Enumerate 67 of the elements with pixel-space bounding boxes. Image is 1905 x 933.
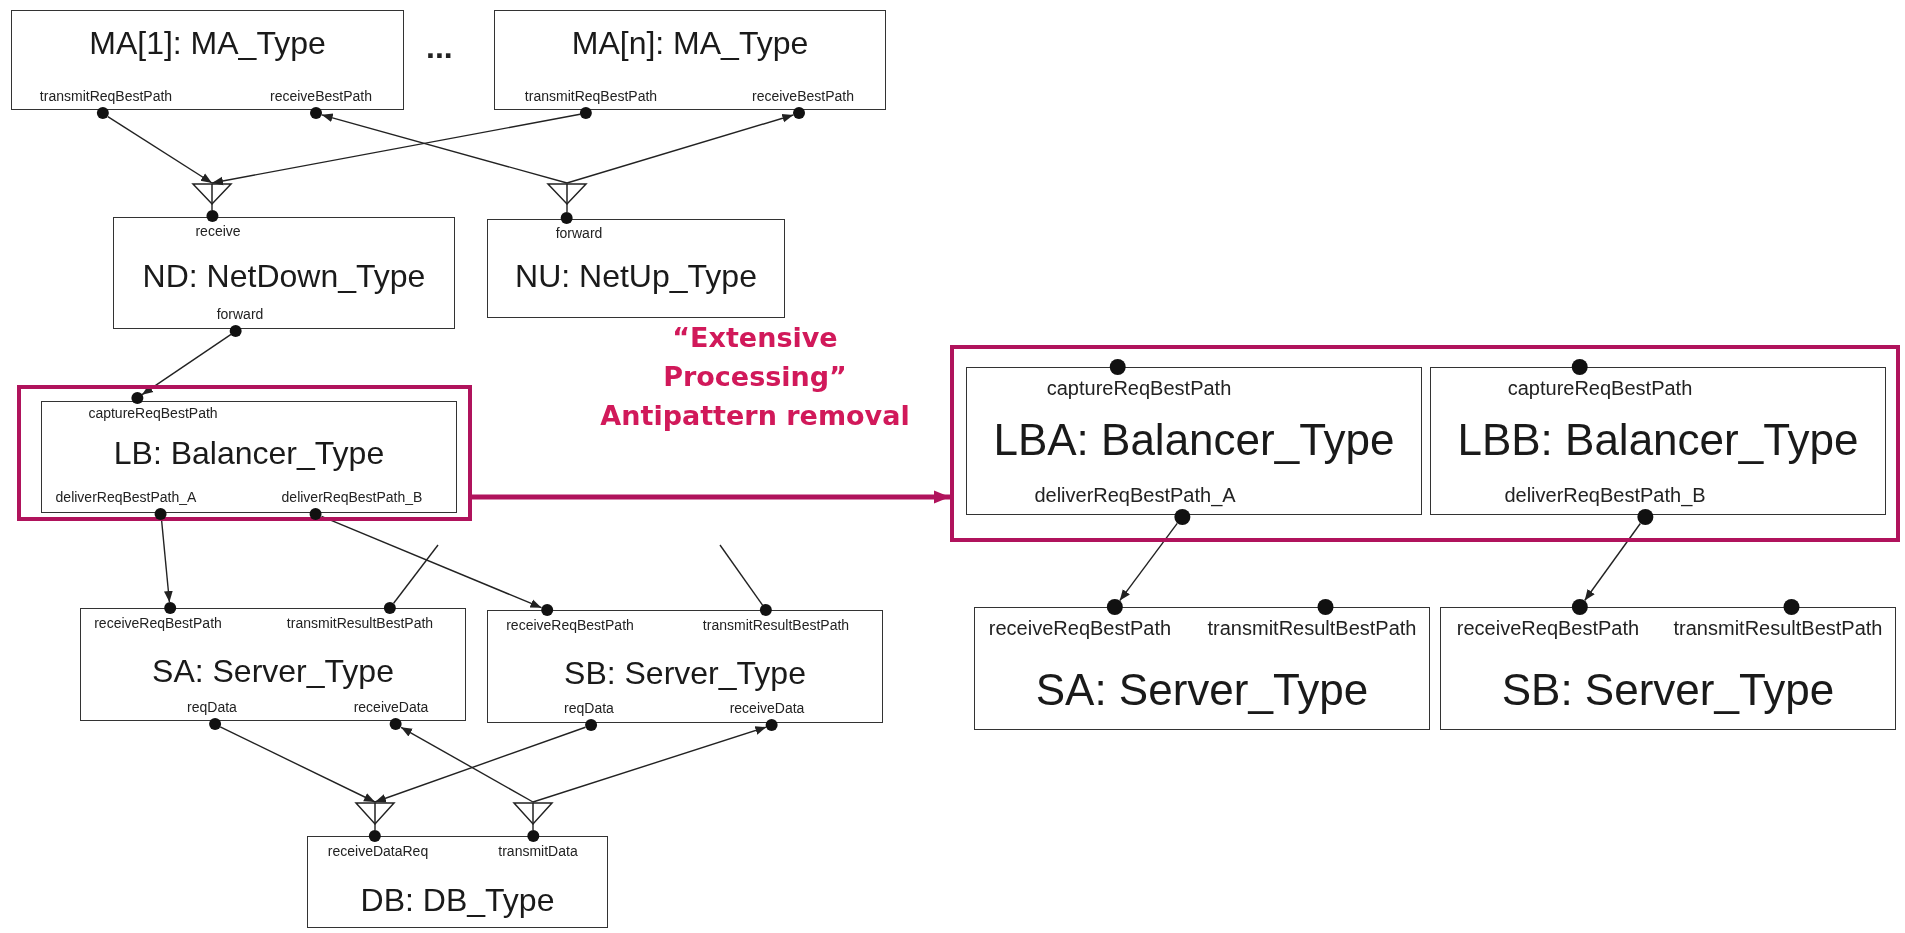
component-title: SB: Server_Type [1500, 664, 1836, 716]
port-label: captureReqBestPath [1046, 377, 1232, 399]
component-title: SB: Server_Type [563, 654, 807, 692]
port-label: captureReqBestPath [1507, 377, 1693, 399]
connector-arrow [1584, 522, 1641, 602]
component-title: MA[1]: MA_Type [88, 24, 327, 62]
port-label: deliverReqBestPath_A [55, 489, 197, 505]
connector-line [374, 824, 376, 831]
port-label: transmitResultBestPath [1673, 617, 1883, 639]
connector-arrow [1119, 522, 1178, 602]
component-title: MA[n]: MA_Type [570, 24, 810, 62]
connector-line [211, 204, 213, 211]
ellipsis-label: ... [426, 29, 453, 66]
port-label: deliverReqBestPath_B [281, 489, 423, 505]
port-label: deliverReqBestPath_B [1504, 484, 1706, 506]
connector-arrow [472, 490, 950, 504]
highlight-frame [950, 345, 1900, 542]
port-label: receiveData [353, 699, 429, 715]
connector-triangle [547, 183, 587, 205]
connector-arrow [400, 726, 534, 803]
connector-arrow [374, 726, 587, 803]
port-label: transmitReqBestPath [524, 88, 658, 104]
port-label: receiveReqBestPath [506, 618, 634, 634]
connector-arrow [566, 113, 795, 184]
port-label: receiveBestPath [270, 88, 372, 104]
port-label: receiveReqBestPath [988, 617, 1172, 639]
port-label: transmitResultBestPath [1207, 617, 1417, 639]
connector-triangle [513, 802, 553, 825]
connector-line [719, 544, 764, 606]
connector-line [566, 204, 568, 213]
connector-triangle [355, 802, 395, 825]
connector-arrow [219, 726, 376, 803]
component-title: SA: Server_Type [1034, 664, 1370, 716]
connector-arrow [141, 333, 232, 396]
connector-arrow [321, 113, 568, 184]
port-label: reqData [564, 700, 614, 716]
port-label: transmitResultBestPath [702, 618, 850, 634]
port-label: receive [195, 224, 241, 240]
port-label: receiveDataReq [327, 844, 429, 860]
connector-triangle [192, 183, 232, 205]
connector-arrow [107, 115, 213, 184]
connector-arrow [320, 515, 543, 609]
connector-arrow [532, 726, 768, 803]
port-label: receiveData [729, 700, 805, 716]
port-label: forward [555, 226, 603, 242]
component-title: LBA: Balancer_Type [992, 414, 1396, 466]
port-label: reqData [187, 699, 237, 715]
component-title: ND: NetDown_Type [141, 257, 427, 295]
highlight-frame [17, 385, 472, 521]
port-label: receiveReqBestPath [1456, 617, 1640, 639]
connector-line [392, 544, 439, 604]
port-label: transmitData [498, 844, 578, 860]
port-label: receiveBestPath [752, 88, 854, 104]
port-label: deliverReqBestPath_A [1034, 484, 1236, 506]
connector-arrow [211, 113, 581, 186]
component-title: SA: Server_Type [151, 652, 395, 690]
component-title: LBB: Balancer_Type [1456, 414, 1860, 466]
port-label: transmitResultBestPath [286, 616, 434, 632]
component-title: NU: NetUp_Type [514, 257, 758, 295]
port-label: receiveReqBestPath [94, 616, 222, 632]
port-label: transmitReqBestPath [39, 88, 173, 104]
port-label: captureReqBestPath [88, 406, 218, 422]
component-title: DB: DB_Type [359, 881, 556, 919]
connector-arrow [160, 519, 173, 603]
connector-line [532, 824, 534, 831]
component-title: LB: Balancer_Type [112, 434, 386, 472]
port-label: forward [216, 306, 264, 322]
